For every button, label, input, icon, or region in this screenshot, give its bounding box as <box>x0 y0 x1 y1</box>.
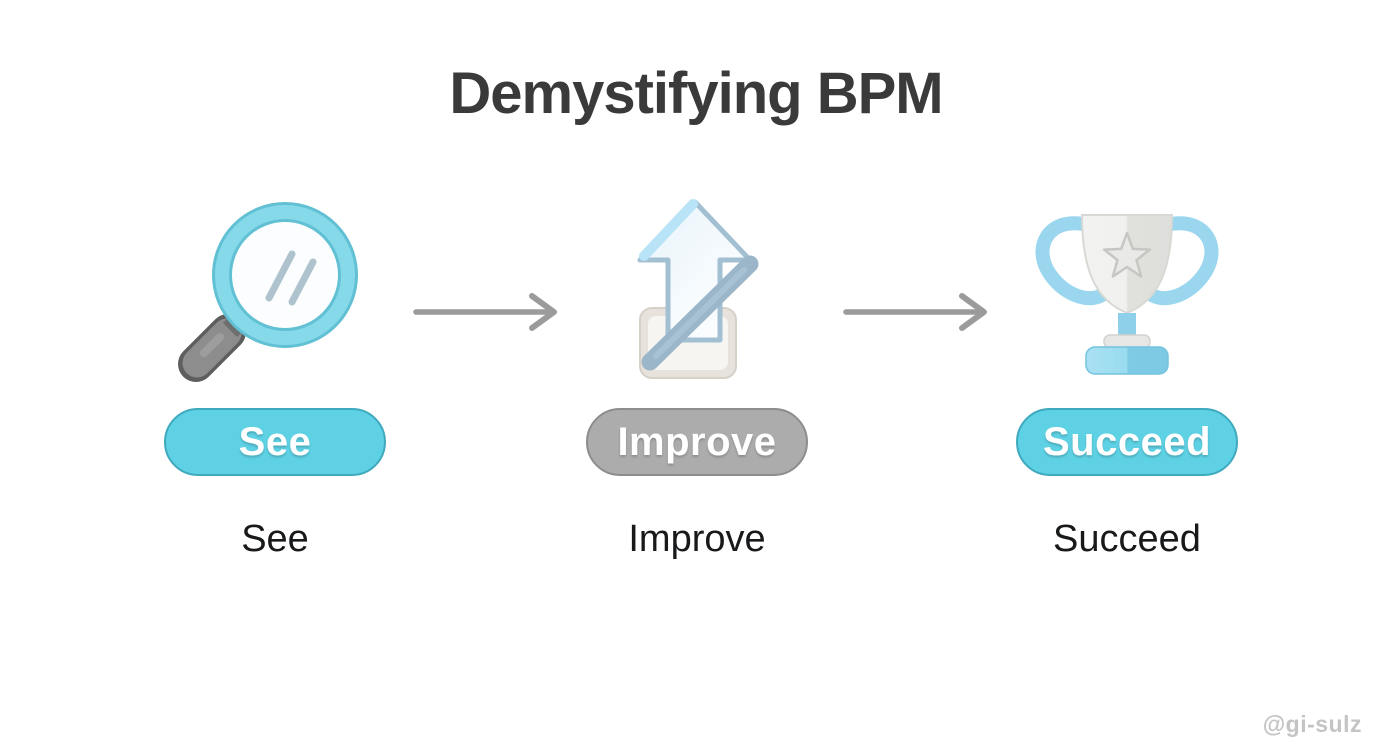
see-button[interactable]: See <box>164 408 386 476</box>
improve-button[interactable]: Improve <box>586 408 808 476</box>
succeed-button[interactable]: Succeed <box>1016 408 1238 476</box>
step-see: See See <box>164 190 386 561</box>
step-see-caption: See <box>241 518 309 560</box>
succeed-button-label: Succeed <box>1042 419 1212 464</box>
watermark: @gi-sulz <box>1262 711 1362 737</box>
trophy-icon <box>1022 190 1232 385</box>
arrow-right-icon <box>413 293 557 331</box>
improve-arrow-icon-svg <box>637 199 759 379</box>
trophy-icon-svg <box>1035 214 1219 375</box>
step-succeed-caption: Succeed <box>1053 518 1201 560</box>
see-button-label: See <box>238 419 312 464</box>
page-title: Demystifying BPM <box>449 61 943 126</box>
improve-button-label: Improve <box>617 419 777 464</box>
magnifier-icon <box>170 190 380 385</box>
step-improve-caption: Improve <box>628 518 766 560</box>
magnifier-icon-svg <box>178 202 358 382</box>
improve-arrow-icon <box>592 190 802 385</box>
arrow-right-icon <box>843 293 987 331</box>
step-improve: Improve Improve <box>586 190 808 561</box>
step-succeed: Succeed Succeed <box>1016 190 1238 561</box>
star-icon <box>1102 231 1152 278</box>
